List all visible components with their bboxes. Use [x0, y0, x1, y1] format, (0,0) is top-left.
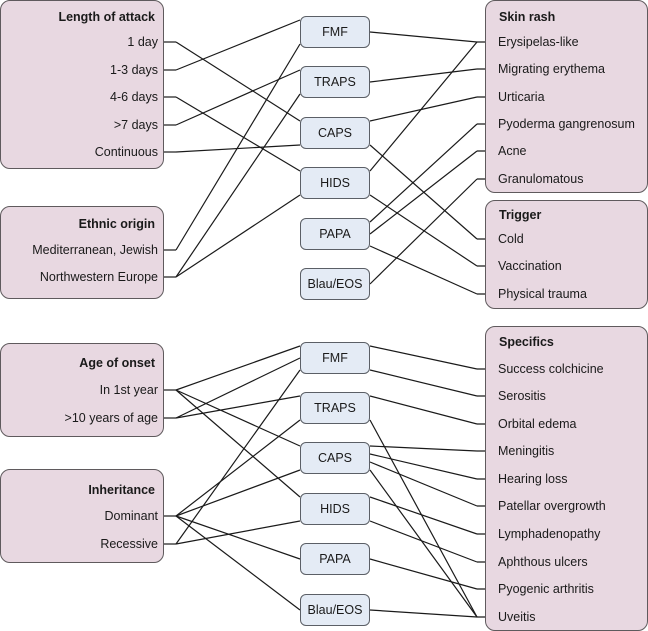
link-recessive-to-fmf [175, 369, 301, 545]
link-papa-to-physical-trauma [369, 245, 478, 295]
disease-box-caps: CAPS [300, 442, 370, 474]
link-dominant-to-traps [175, 419, 301, 517]
disease-box-papa: PAPA [300, 218, 370, 250]
group-age-of-onset: Age of onset [0, 343, 164, 437]
left-item-mediterranean-jewish: Mediterranean, Jewish [32, 243, 158, 257]
link-traps-to-migrating-erythema [369, 68, 478, 83]
right-item-serositis: Serositis [498, 389, 546, 403]
link-caps-to-patellar-overgrowth [369, 461, 478, 507]
link-traps-to-uveitis [369, 419, 478, 618]
link-northwestern-europe-to-hids [175, 194, 301, 278]
link-caps-to-hearing-loss [369, 453, 478, 480]
link-1-3-days-to-fmf [175, 19, 301, 71]
group-trigger: Trigger [485, 200, 648, 309]
disease-box-traps: TRAPS [300, 66, 370, 98]
right-item-lymphadenopathy: Lymphadenopathy [498, 527, 601, 541]
group-title: Inheritance [88, 483, 155, 497]
link-dominant-to-caps [175, 469, 301, 517]
left-item-7-days: >7 days [113, 118, 158, 132]
link-fmf-to-success-colchicine [369, 345, 478, 370]
link-northwestern-europe-to-traps [175, 93, 301, 278]
link-dominant-to-blau-eos [175, 515, 301, 611]
group-skin-rash: Skin rash [485, 0, 648, 193]
right-item-erysipelas-like: Erysipelas-like [498, 35, 579, 49]
right-item-orbital-edema: Orbital edema [498, 417, 577, 431]
left-item-1-3-days: 1-3 days [110, 63, 158, 77]
link-hids-to-vaccination [369, 194, 478, 267]
link-continuous-to-caps [175, 144, 301, 153]
link-recessive-to-hids [175, 520, 301, 545]
disease-box-hids: HIDS [300, 167, 370, 199]
link-7-days-to-traps [175, 69, 301, 126]
right-item-uveitis: Uveitis [498, 610, 536, 624]
right-item-hearing-loss: Hearing loss [498, 472, 568, 486]
disease-box-traps: TRAPS [300, 392, 370, 424]
link-hids-to-lymphadenopathy [369, 496, 478, 535]
link-1-day-to-caps [175, 41, 301, 122]
right-item-pyoderma-gangrenosum: Pyoderma gangrenosum [498, 117, 635, 131]
link-blau-eos-to-granulomatous [369, 178, 478, 285]
right-item-physical-trauma: Physical trauma [498, 287, 587, 301]
link-fmf-to-serositis [369, 369, 478, 397]
right-item-acne: Acne [498, 144, 527, 158]
left-item-dominant: Dominant [104, 509, 159, 523]
link-caps-to-uveitis [369, 469, 478, 618]
group-title: Length of attack [58, 10, 155, 24]
group-inheritance: Inheritance [0, 469, 164, 563]
group-ethnic-origin: Ethnic origin [0, 206, 164, 299]
link-in-1st-year-to-fmf [175, 345, 301, 391]
link-mediterranean-jewish-to-fmf [175, 43, 301, 251]
left-item-1-day: 1 day [127, 35, 158, 49]
right-item-meningitis: Meningitis [498, 444, 555, 458]
group-title: Age of onset [79, 356, 155, 370]
disease-box-papa: PAPA [300, 543, 370, 575]
disease-box-caps: CAPS [300, 117, 370, 149]
right-item-granulomatous: Granulomatous [498, 172, 584, 186]
link-caps-to-urticaria [369, 96, 478, 122]
link-caps-to-meningitis [369, 445, 478, 452]
group-title: Specifics [499, 335, 554, 349]
link-papa-to-pyoderma-gangrenosum [369, 123, 478, 223]
group-title: Ethnic origin [78, 217, 155, 231]
link-10-years-of-age-to-fmf [175, 357, 301, 419]
right-item-vaccination: Vaccination [498, 259, 562, 273]
left-item-continuous: Continuous [94, 145, 158, 159]
left-item-northwestern-europe: Northwestern Europe [39, 270, 158, 284]
link-fmf-to-erysipelas-like [369, 31, 478, 43]
left-item-recessive: Recessive [100, 537, 158, 551]
right-item-pyogenic-arthritis: Pyogenic arthritis [498, 582, 594, 596]
left-item-in-1st-year: In 1st year [99, 383, 158, 397]
link-hids-to-erysipelas-like [369, 41, 478, 172]
link-papa-to-pyogenic-arthritis [369, 558, 478, 590]
link-in-1st-year-to-caps [175, 389, 301, 447]
group-title: Trigger [499, 208, 542, 222]
link-blau-eos-to-uveitis [369, 609, 478, 618]
group-title: Skin rash [499, 10, 556, 24]
link-caps-to-cold [369, 144, 478, 240]
disease-box-hids: HIDS [300, 493, 370, 525]
link-in-1st-year-to-hids [175, 389, 301, 498]
link-10-years-of-age-to-traps [175, 395, 301, 419]
disease-box-fmf: FMF [300, 16, 370, 48]
left-item-4-6-days: 4-6 days [110, 90, 158, 104]
right-item-cold: Cold [498, 232, 524, 246]
right-item-success-colchicine: Success colchicine [498, 362, 604, 376]
right-item-migrating-erythema: Migrating erythema [498, 62, 605, 76]
disease-box-blau-eos: Blau/EOS [300, 268, 370, 300]
link-traps-to-orbital-edema [369, 395, 478, 425]
link-4-6-days-to-hids [175, 96, 301, 172]
right-item-aphthous-ulcers: Aphthous ulcers [498, 555, 588, 569]
disease-box-fmf: FMF [300, 342, 370, 374]
group-length-of-attack: Length of attack [0, 0, 164, 169]
link-hids-to-aphthous-ulcers [369, 520, 478, 563]
left-item-10-years-of-age: >10 years of age [64, 411, 158, 425]
link-dominant-to-papa [175, 515, 301, 560]
right-item-patellar-overgrowth: Patellar overgrowth [498, 499, 606, 513]
disease-box-blau-eos: Blau/EOS [300, 594, 370, 626]
right-item-urticaria: Urticaria [498, 90, 545, 104]
